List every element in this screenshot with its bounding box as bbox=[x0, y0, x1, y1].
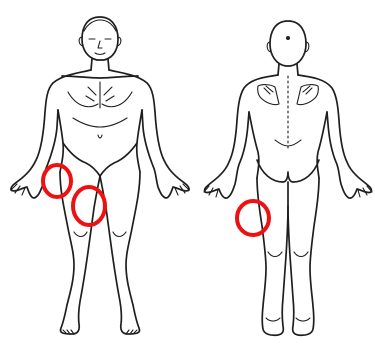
front-left-leg bbox=[60, 172, 100, 334]
back-knee-creases bbox=[268, 252, 308, 257]
front-mouth bbox=[95, 53, 105, 55]
marker-left-anterior-thigh bbox=[73, 187, 105, 225]
front-right-side bbox=[137, 110, 142, 172]
back-right-side bbox=[317, 112, 327, 178]
front-nose bbox=[98, 41, 102, 48]
back-ears bbox=[267, 42, 309, 52]
front-toes bbox=[63, 330, 137, 334]
back-torso-left-outline bbox=[204, 75, 278, 198]
marker-right-hip-lateral-thigh bbox=[43, 165, 71, 197]
front-pelvis bbox=[63, 143, 137, 176]
back-torso-right-outline bbox=[298, 75, 372, 198]
front-torso-right-outline bbox=[109, 70, 189, 198]
front-shoulder-line bbox=[62, 76, 138, 78]
back-crown-mark bbox=[286, 36, 290, 40]
back-head bbox=[270, 21, 306, 66]
back-left-side bbox=[249, 112, 259, 178]
front-left-side bbox=[58, 110, 63, 172]
back-heels bbox=[266, 318, 310, 321]
back-buttocks bbox=[257, 160, 319, 182]
front-head bbox=[82, 17, 118, 60]
front-knees bbox=[74, 232, 126, 237]
marker-left-posterior-thigh bbox=[237, 201, 269, 235]
front-navel bbox=[98, 135, 102, 138]
front-body-figure bbox=[11, 17, 189, 334]
front-torso-left-outline bbox=[11, 70, 91, 198]
front-right-leg bbox=[100, 172, 140, 334]
back-right-leg bbox=[288, 178, 319, 335]
front-abdomen bbox=[73, 118, 127, 127]
back-body-figure bbox=[204, 21, 372, 335]
